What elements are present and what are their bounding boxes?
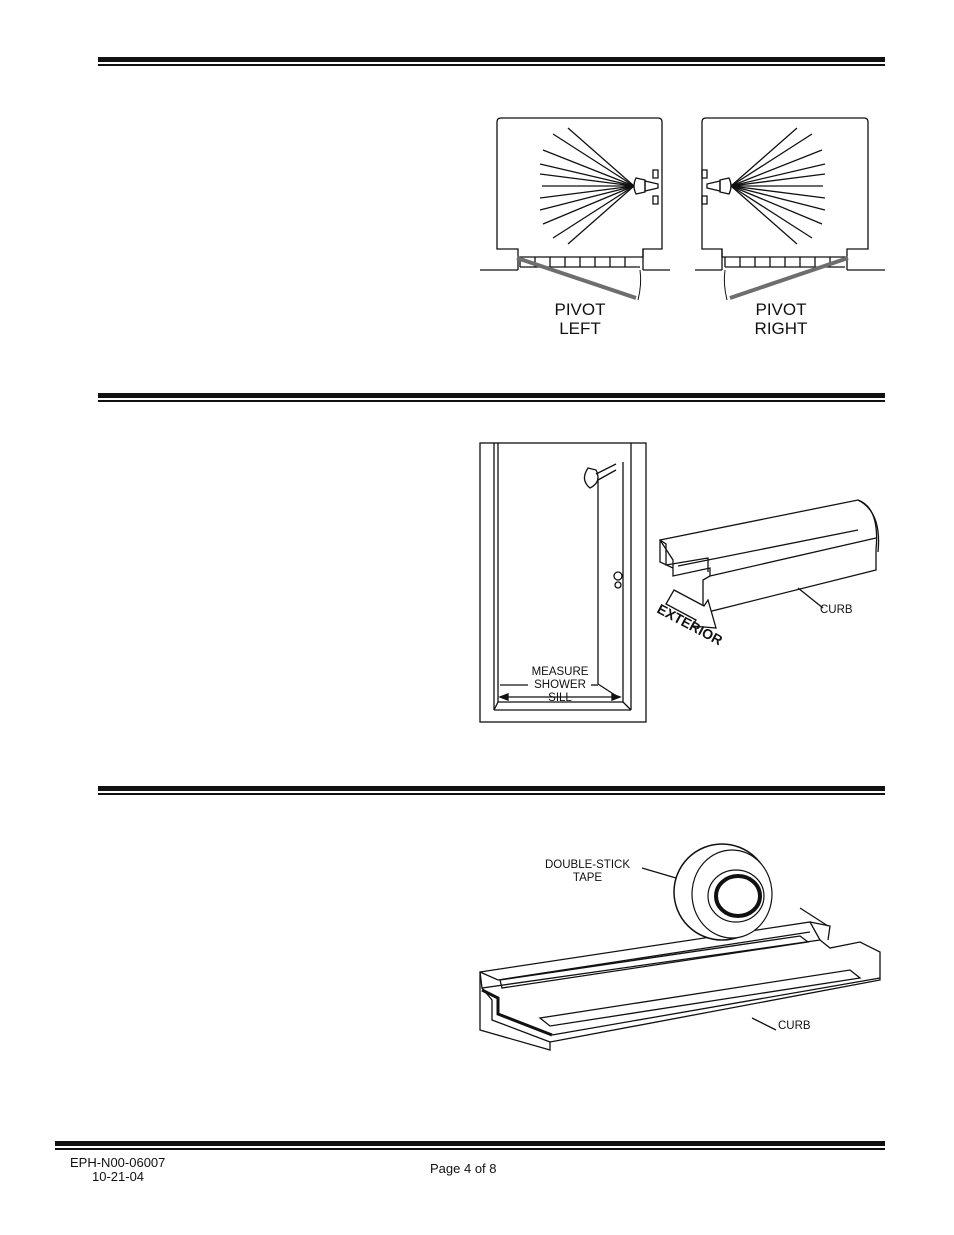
double-stick-tape-label: DOUBLE-STICK TAPE <box>535 859 640 885</box>
curb-label-fig3: CURB <box>778 1020 811 1032</box>
pivot-left-label: PIVOT LEFT <box>540 300 620 338</box>
section-rule-2 <box>98 393 885 402</box>
tape-line2: TAPE <box>572 872 603 884</box>
door-line-left <box>516 256 637 300</box>
doc-date: 10-21-04 <box>92 1169 145 1184</box>
footer-rule <box>55 1141 885 1150</box>
pivot-right-line2: RIGHT <box>754 319 808 338</box>
section-rule-3 <box>98 786 885 795</box>
pivot-left-line1: PIVOT <box>554 300 606 319</box>
measure-shower-sill-label: MEASURE SHOWER SILL <box>520 666 600 705</box>
pivot-right-line1: PIVOT <box>755 300 807 319</box>
pivot-left-line2: LEFT <box>559 319 601 338</box>
pivot-right-label: PIVOT RIGHT <box>741 300 821 338</box>
pivot-diagram <box>480 117 885 301</box>
section-rule-1 <box>98 57 885 66</box>
shower-sill-diagram: EXTERIOR <box>479 442 880 723</box>
measure-line1: MEASURE <box>531 666 589 678</box>
tape-line1: DOUBLE-STICK <box>545 859 630 871</box>
door-line-right <box>729 256 849 300</box>
tape-curb-diagram <box>479 843 881 1051</box>
measure-line3: SILL <box>548 692 572 704</box>
page-number: Page 4 of 8 <box>430 1161 497 1176</box>
measure-line2: SHOWER <box>534 679 586 691</box>
curb-label-fig2: CURB <box>820 604 853 616</box>
doc-id: EPH-N00-06007 <box>70 1155 166 1170</box>
